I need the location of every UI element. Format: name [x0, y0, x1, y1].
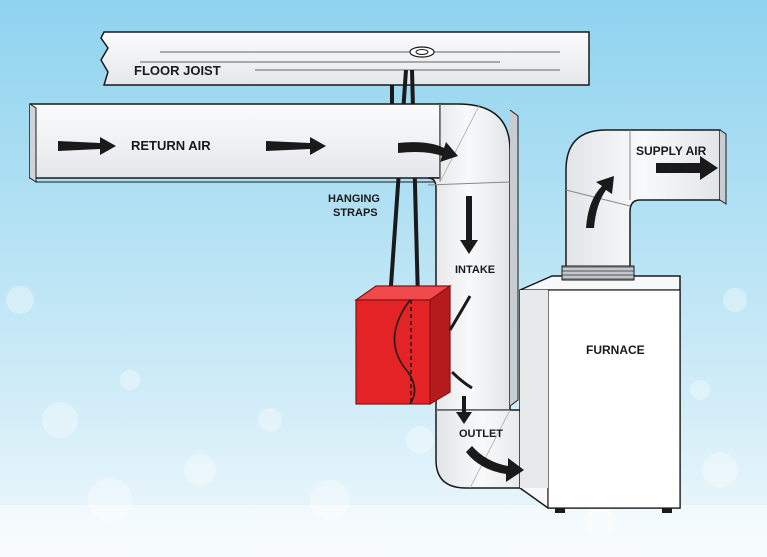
supply-flex-connector — [561, 265, 635, 281]
airflow-arrows — [58, 137, 718, 482]
floor-joist-label: FLOOR JOIST — [134, 63, 221, 78]
furnace-label: FURNACE — [586, 343, 645, 357]
supply-air-arrow — [656, 156, 718, 180]
supply-air-label: SUPPLY AIR — [636, 144, 707, 158]
return-air-arrow-2 — [266, 137, 326, 155]
joist-screw-icon — [409, 46, 435, 58]
bokeh-dots — [6, 286, 747, 536]
outlet-label: OUTLET — [459, 428, 503, 440]
hanging-straps-label-line2: STRAPS — [333, 207, 378, 219]
furnace — [519, 275, 681, 513]
elbow-arrow — [398, 142, 458, 162]
filter-hoses — [448, 295, 473, 390]
furnace-inlet-arrow — [466, 446, 524, 482]
supply-up-arrow — [586, 176, 614, 228]
outlet-arrow — [456, 396, 472, 424]
filter-box — [354, 284, 452, 406]
intake-label: INTAKE — [455, 264, 495, 276]
return-air-arrow-1 — [58, 137, 116, 155]
floor-joist — [100, 31, 590, 86]
return-air-label: RETURN AIR — [131, 138, 211, 153]
hanging-straps-label-line1: HANGING — [328, 193, 380, 205]
intake-arrow — [460, 196, 478, 254]
